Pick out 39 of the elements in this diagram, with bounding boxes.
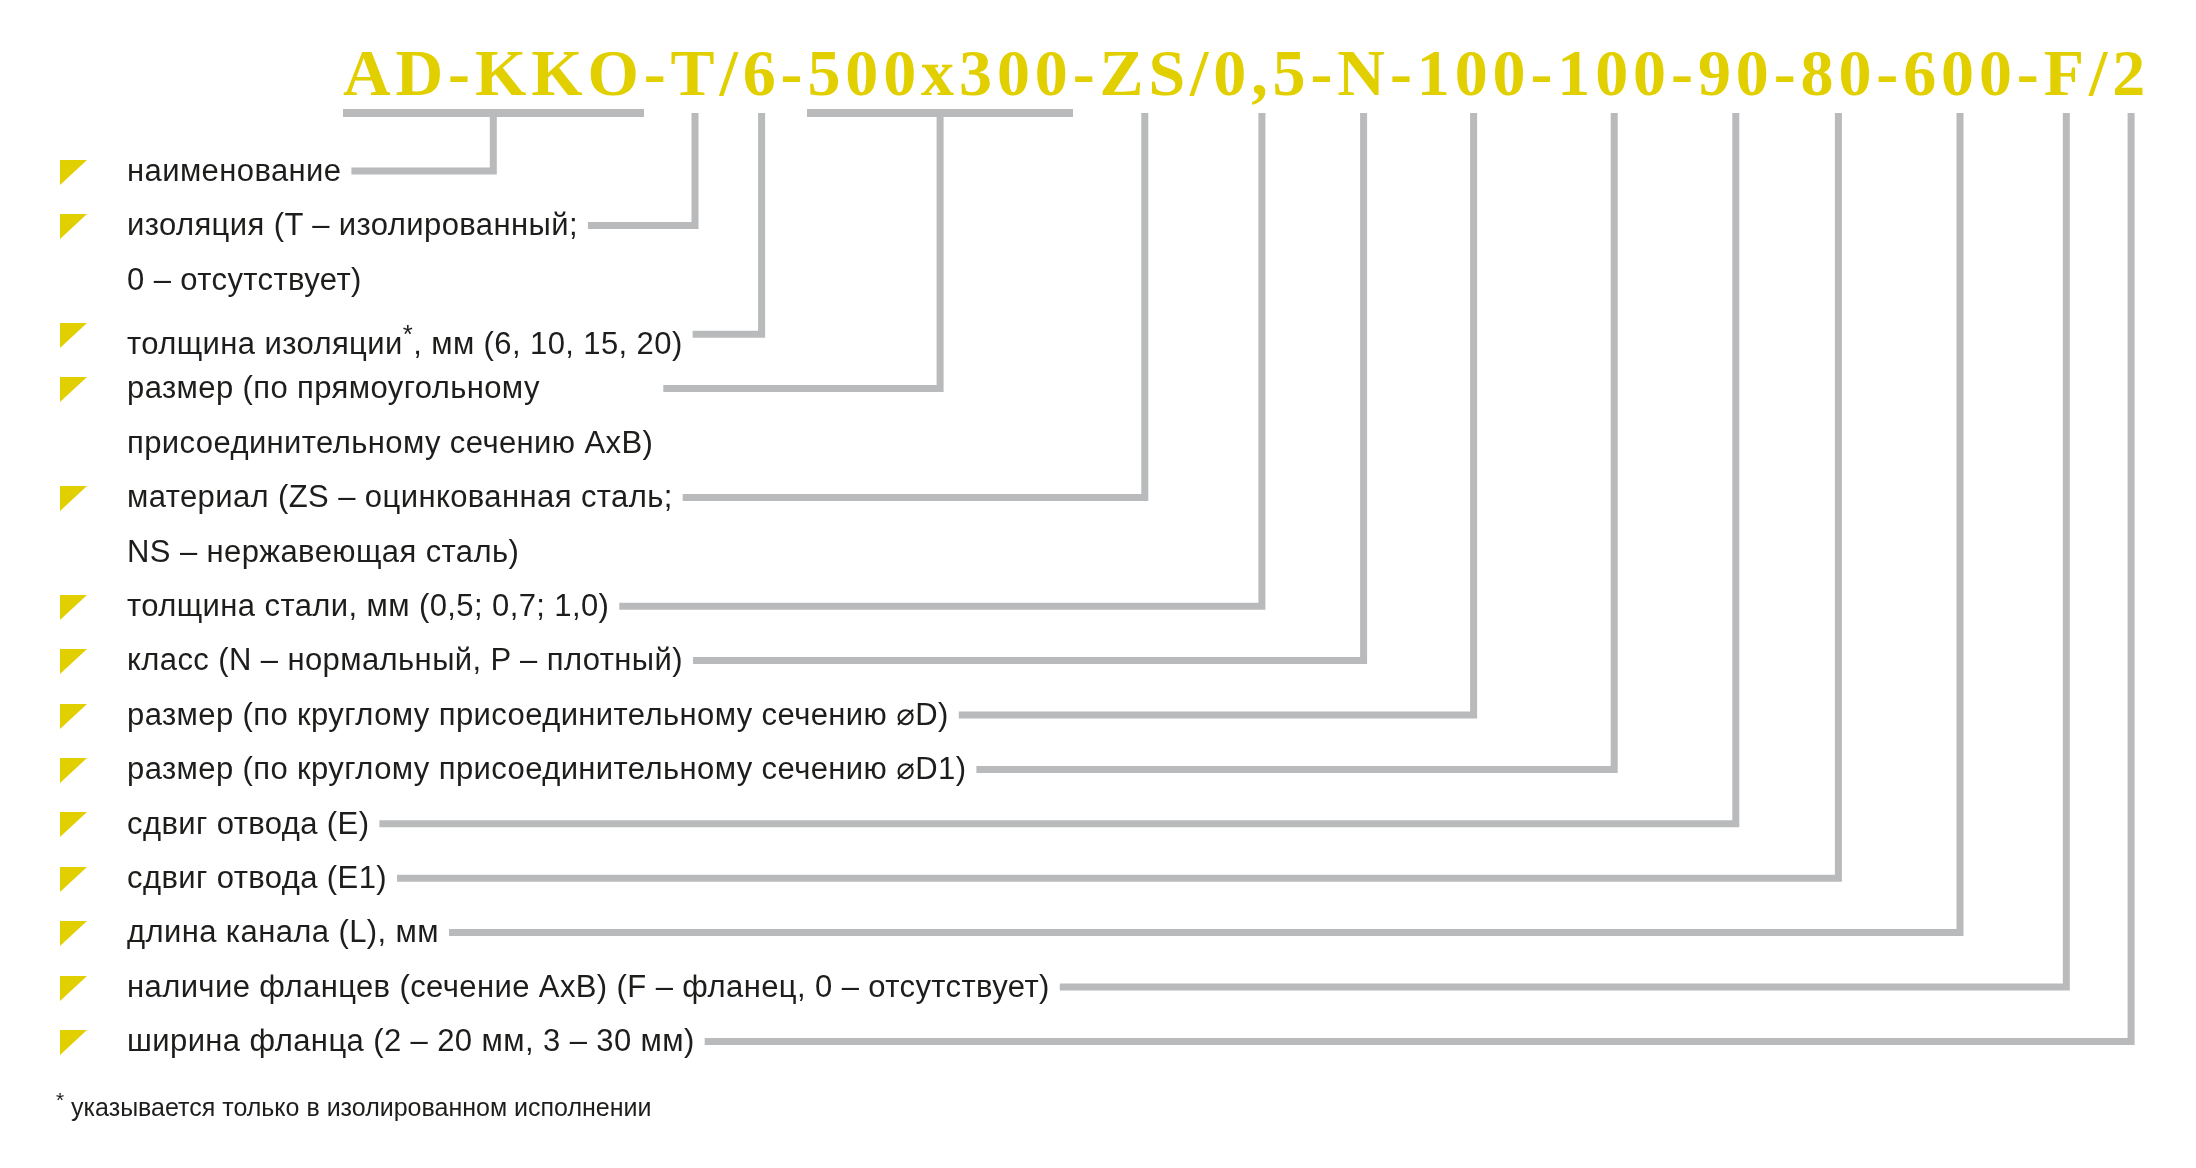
description-text: наличие фланцев (сечение AxB) (F – фланец, 0 – отсутствует) [127,959,1060,1015]
code-part-text: T [670,39,720,113]
description-text: толщина стали, мм (0,5; 0,7; 1,0) [127,579,620,634]
code-separator: - [1671,39,1698,106]
code-part-text: 500x300 [807,39,1073,117]
code-part-text: 80 [1800,39,1877,113]
description-text: сдвиг отвода (E1) [127,851,398,906]
code-separator: - [1389,39,1417,106]
description-text: класс (N – нормальный, P – плотный) [127,633,693,688]
description-text: длина канала (L), мм [127,905,449,960]
description-text: размер (по круглому присоединительному сечению ⌀D1) [127,742,977,797]
code-separator: - [2016,39,2044,106]
code-part-text: 0,5 [1213,39,1311,113]
footnote-text: $^{*}$ указывается только в изолированном исполнении [56,1086,652,1124]
code-separator: / [1190,39,1214,106]
code-separator: - [1530,39,1558,106]
code-separator: / [2088,39,2113,106]
description-text: материал (ZS – оцинкованная сталь; NS – нержавеющая сталь) [127,470,683,579]
code-part-text: 600 [1903,39,2017,113]
description-text: размер (по круглому присоединительному сечению ⌀D) [127,687,959,743]
code-part-text: 100 [1557,39,1671,113]
code-part-text: 6 [742,39,781,113]
description-text: изоляция (T – изолированный; 0 – отсутствует) [127,198,588,307]
description-text: ширина фланца (2 – 20 мм, 3 – 30 мм) [127,1014,705,1069]
code-part-text: N [1337,39,1390,113]
code-separator: - [643,39,671,106]
code-part-text: 90 [1697,39,1774,113]
code-separator: - [1310,39,1338,106]
code-separator: - [1072,39,1100,106]
code-separator: - [1773,39,1801,106]
description-text: наименование [127,143,352,199]
code-part-text: 2 [2112,39,2151,113]
code-part-text: AD-KKO [343,39,644,117]
code-part-text: 100 [1416,39,1531,113]
description-text: сдвиг отвода (E) [127,796,380,851]
code-separator: - [780,39,808,106]
code-separator: - [1876,39,1904,106]
code-separator: / [719,39,743,106]
code-part-text: F [2043,39,2089,113]
